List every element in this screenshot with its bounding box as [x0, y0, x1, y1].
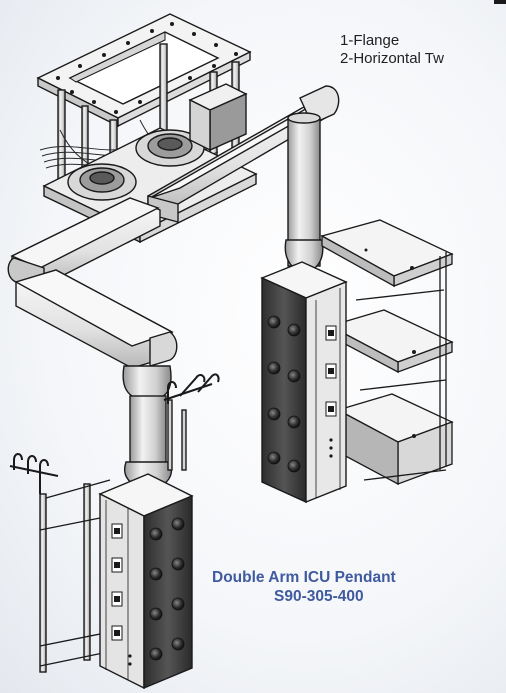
right-column-head [284, 112, 324, 273]
parts-list: 1-Flange 2-Horizontal Tw [340, 32, 506, 68]
iv-hooks-left [9, 453, 59, 494]
part-label-flange: 1-Flange [340, 32, 400, 49]
part-label-horizontal-arm: 2-Horizontal Tw [340, 50, 444, 67]
left-pendant-head [98, 473, 194, 690]
iv-hooks-right [163, 373, 220, 404]
ceiling-mount-frame [36, 13, 258, 244]
product-model-number: S90-305-400 [274, 588, 364, 605]
upper-arm [7, 85, 340, 287]
lower-elbow-arm [14, 269, 178, 369]
iv-pole-left [39, 479, 111, 673]
shelf-unit [320, 219, 454, 486]
product-caption: Double Arm ICU Pendant S90-305-400 [212, 568, 506, 606]
product-title: Double Arm ICU Pendant [212, 569, 396, 586]
left-column [122, 365, 187, 489]
corner-mark [494, 0, 506, 4]
right-pendant-head [260, 261, 348, 504]
